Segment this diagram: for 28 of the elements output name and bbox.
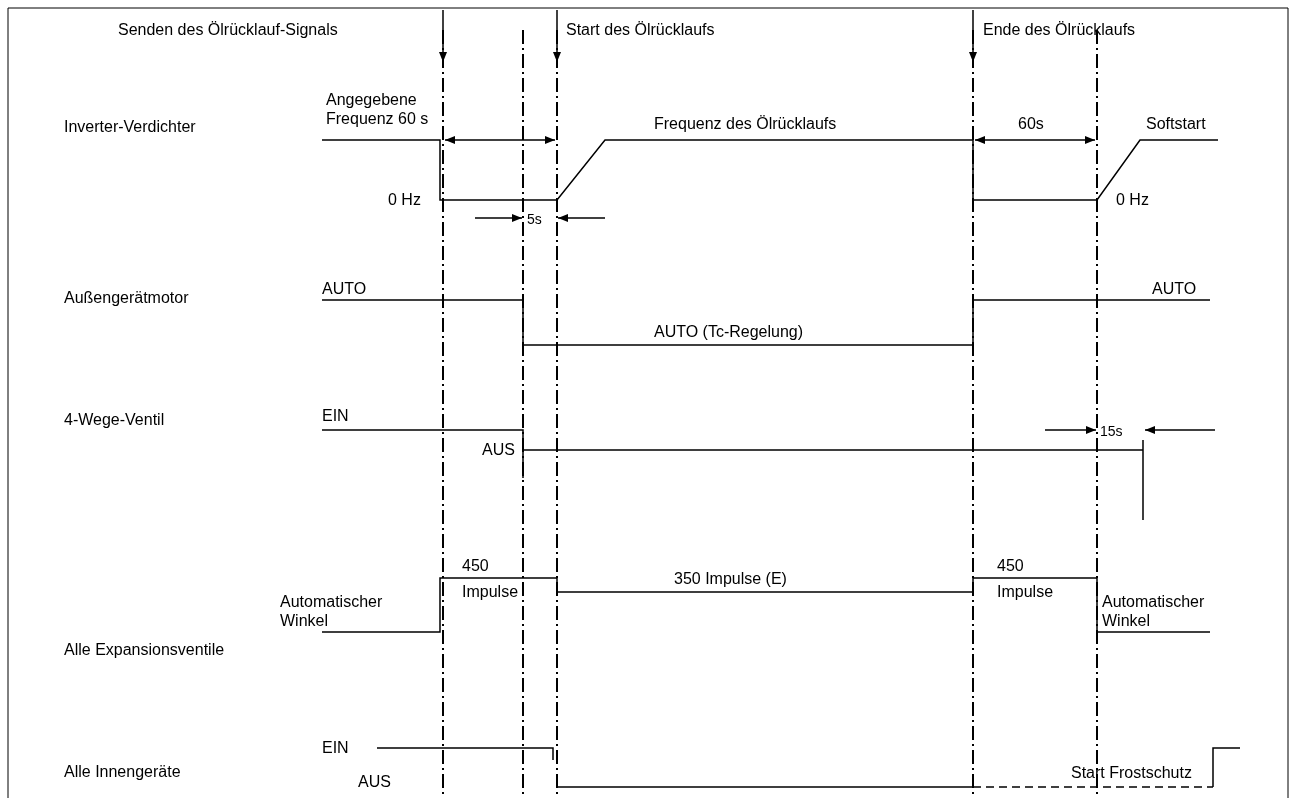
value-label: Frequenz des Ölrücklaufs [654,114,837,133]
signal-name: Alle Innengeräte [64,762,181,781]
state-label: EIN [322,738,349,757]
value-label: 450 Impulse [462,556,520,602]
state-label: AUS [358,772,391,791]
state-label: AUS [482,440,515,459]
value-label: AUTO (Tc-Regelung) [654,322,804,341]
event-label: Start des Ölrücklaufs [566,20,715,39]
state-label: AUTO [1152,279,1197,298]
duration-label: 5s [527,210,542,229]
value-label: 0 Hz [1116,190,1149,209]
state-label: Automatischer Winkel [280,592,384,630]
state-label: AUTO [322,279,367,298]
value-label: Angegebene Frequenz 60 s [326,90,430,128]
duration-label: 60s [1018,114,1044,133]
value-label: Softstart [1146,114,1206,133]
duration-label: 15s [1100,422,1123,441]
signal-name: Alle Expansionsventile [64,640,225,659]
event-label: Senden des Ölrücklauf-Signals [118,20,338,39]
signal-name: Außengerätmotor [64,288,189,307]
value-label: 350 Impulse (E) [674,569,787,588]
signal-name: Inverter-Verdichter [64,117,196,136]
state-label: Automatischer Winkel [1102,592,1206,630]
signal-name: 4-Wege-Ventil [64,410,165,429]
event-label: Ende des Ölrücklaufs [983,20,1136,39]
state-label: EIN [322,406,349,425]
value-label: 450 Impulse [997,556,1055,602]
value-label: 0 Hz [388,190,421,209]
